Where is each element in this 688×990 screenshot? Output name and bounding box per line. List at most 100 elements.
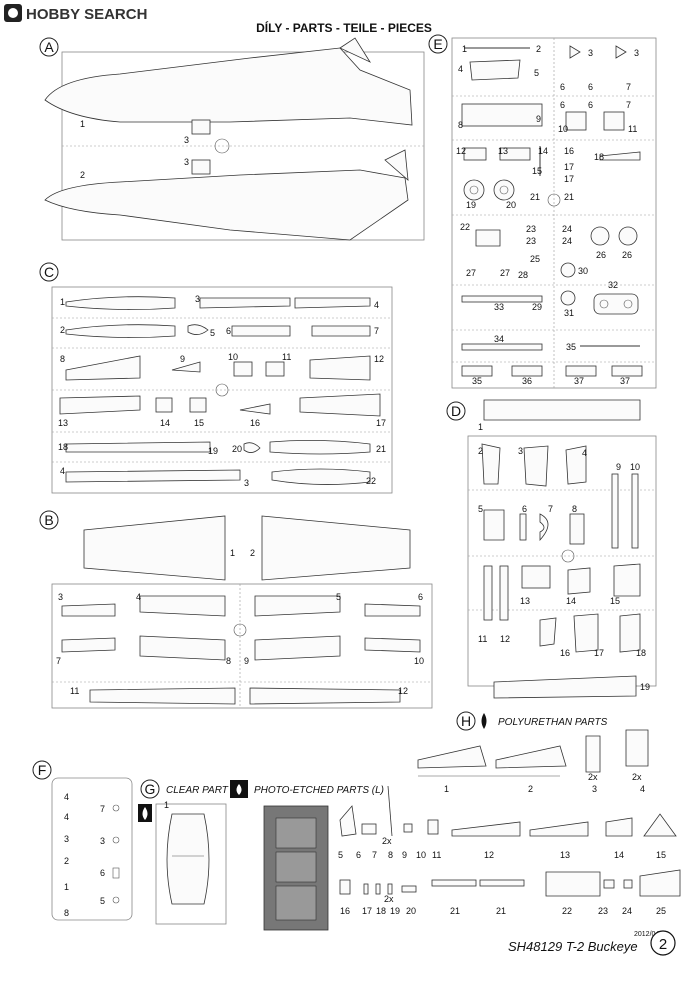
sprue-c-label: 20: [232, 444, 242, 454]
drop-icon: [236, 784, 242, 795]
sprue-c-label: 5: [210, 328, 215, 338]
sprue-e-label: 4: [458, 64, 463, 74]
sprue-e-label: 37: [620, 376, 630, 386]
sprue-c-label: 19: [208, 446, 218, 456]
sprue-g-letter: G: [145, 781, 156, 797]
sprue-f-label: 4: [64, 812, 69, 822]
sprue-c-label: 7: [374, 326, 379, 336]
fuselage-left-half: [44, 47, 413, 126]
pe-label: 16: [340, 906, 350, 916]
sprue-e-label: 13: [498, 146, 508, 156]
sprue-e-label: 24: [562, 236, 572, 246]
sprue-f-letter: F: [38, 762, 47, 778]
multiplier: 2x: [588, 772, 598, 782]
page-number: 2: [659, 936, 667, 953]
sprue-a-label: 1: [80, 119, 85, 129]
sprue-e-label: 9: [536, 114, 541, 124]
sprue-e-label: 3: [588, 48, 593, 58]
sprue-b-label: 7: [56, 656, 61, 666]
sprue-e-label: 33: [494, 302, 504, 312]
sprue-c-letter: C: [44, 264, 54, 280]
sprue-d-label: 4: [582, 448, 587, 458]
sprue-c-label: 3: [244, 478, 249, 488]
poly-parts-title: POLYURETHAN PARTS: [498, 717, 608, 728]
sprue-e-label: 21: [564, 192, 574, 202]
wing-left: [83, 515, 226, 581]
sprue-d-label: 18: [636, 648, 646, 658]
sprue-f-label: 8: [64, 908, 69, 918]
sprue-e-label: 36: [522, 376, 532, 386]
page-number-circle: [650, 930, 676, 956]
multiplier: 2x: [632, 772, 642, 782]
sprue-d-label: 11: [478, 634, 487, 644]
sprue-e-label: 24: [562, 224, 572, 234]
pe-label: 15: [656, 850, 666, 860]
photo-etched-title: PHOTO-ETCHED PARTS (L): [254, 785, 384, 796]
sprue-e-label: 2: [536, 44, 541, 54]
sprue-e-label: 10: [558, 124, 568, 134]
sprue-f-frame: [51, 777, 133, 921]
sprue-f-label: 3: [64, 834, 69, 844]
pe-label: 19: [390, 906, 400, 916]
sprue-b-label: 4: [136, 592, 141, 602]
sprue-e-label: 27: [466, 268, 476, 278]
pe-label: 9: [402, 850, 407, 860]
pe-parts: 5 6 7 8 9 10 11 12 13 14 15 2x: [338, 785, 677, 860]
sprue-a-label: 3: [184, 135, 189, 145]
sprue-f-label: 6: [100, 868, 105, 878]
sprue-b-frame: [51, 583, 433, 709]
sprue-g-label: 1: [164, 800, 169, 810]
sprue-e-label: 22: [460, 222, 470, 232]
sprue-b-label: 11: [70, 686, 79, 696]
sprue-d-label: 3: [518, 446, 523, 456]
sprue-h-label: 4: [640, 784, 645, 794]
sprue-h-label: 1: [444, 784, 449, 794]
sprue-e-label: 35: [472, 376, 482, 386]
sprue-e-label: 20: [506, 200, 516, 210]
sprue-c-label: 3: [195, 294, 200, 304]
sprue-e-label: 25: [530, 254, 540, 264]
pe-label: 12: [484, 850, 494, 860]
sprue-d-letter: D: [451, 403, 461, 419]
sprue-f-label: 4: [64, 792, 69, 802]
sprue-h-letter: H: [461, 713, 471, 729]
sprue-d-label: 14: [566, 596, 576, 606]
sprue-e-label: 7: [626, 82, 631, 92]
sprue-c-label: 4: [374, 300, 379, 310]
sprue-e-label: 1: [462, 44, 467, 54]
sprue-d-label: 15: [610, 596, 620, 606]
sprue-c-label: 21: [376, 444, 386, 454]
sprue-e-label: 6: [588, 100, 593, 110]
sprue-e-label: 27: [500, 268, 510, 278]
multiplier: 2x: [382, 836, 392, 846]
sprue-d-label: 10: [630, 462, 640, 472]
sprue-c-label: 9: [180, 354, 185, 364]
sprue-c-label: 13: [58, 418, 68, 428]
sprue-e-label: 28: [518, 270, 528, 280]
sprue-e-label: 7: [626, 100, 631, 110]
pe-label: 13: [560, 850, 570, 860]
pe-label: 5: [338, 850, 343, 860]
sprue-d-label: 13: [520, 596, 530, 606]
pe-label: 18: [376, 906, 386, 916]
sprue-a: A 1 2 3 3: [39, 37, 425, 241]
sprue-e-label: 3: [634, 48, 639, 58]
logo: HOBBY SEARCH: [4, 4, 147, 23]
cockpit-tub: [483, 399, 641, 421]
sprue-e-label: 12: [456, 146, 466, 156]
sprue-e-label: 8: [458, 120, 463, 130]
footer-date: 2012/04: [634, 931, 659, 938]
fuselage-right-half: [44, 169, 409, 241]
sprue-b-label: 6: [418, 592, 423, 602]
sprue-e-label: 31: [564, 308, 574, 318]
sprue-g-frame: [155, 803, 227, 925]
ejection-seat: [625, 729, 649, 767]
sprue-e: E: [428, 34, 657, 389]
sprue-d-label: 2: [478, 446, 483, 456]
sprue-e-label: 23: [526, 224, 536, 234]
pe-label: 10: [416, 850, 426, 860]
drop-icon: [142, 807, 148, 820]
pe-label: 24: [622, 906, 632, 916]
sprue-b-label: 5: [336, 592, 341, 602]
sprue-b-letter: B: [44, 512, 53, 528]
